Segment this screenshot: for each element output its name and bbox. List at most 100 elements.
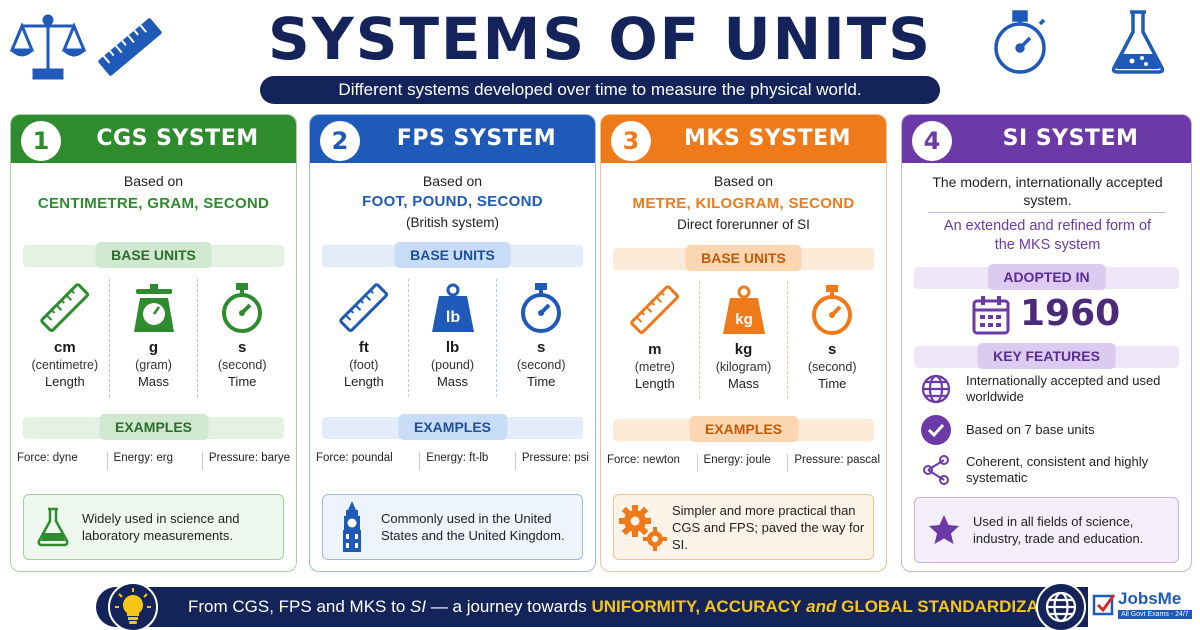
si-number-badge: 4 xyxy=(912,121,952,161)
globe-badge xyxy=(1036,582,1086,630)
example-energy: Energy: joule xyxy=(696,454,771,472)
big-ben-icon xyxy=(343,501,361,552)
cgs-unit-time: s (second) Time xyxy=(197,279,286,397)
cgs-base-units-label: BASE UNITS xyxy=(95,242,212,268)
cgs-card: 1 CGS SYSTEM Based on CENTIMETRE, GRAM, … xyxy=(10,114,297,572)
mks-examples-label: EXAMPLES xyxy=(688,416,799,442)
cgs-based-on: Based on xyxy=(123,173,184,189)
flask-icon xyxy=(1111,10,1165,74)
cgs-examples-band: EXAMPLES xyxy=(23,414,284,440)
si-feature-1: Internationally accepted and used worldw… xyxy=(916,373,1181,405)
unit-quantity: Time xyxy=(817,376,847,391)
si-card: 4 SI SYSTEM The modern, internationally … xyxy=(901,114,1192,572)
kilogram-weight-icon: kg xyxy=(722,285,765,334)
page-title: SYSTEMS OF UNITS xyxy=(267,5,933,73)
mks-card-header: 3 MKS SYSTEM xyxy=(601,115,886,163)
fps-base-units-band: BASE UNITS xyxy=(322,242,583,268)
bottom-banner: From CGS, FPS and MKS to SI — a journey … xyxy=(96,587,1088,627)
fps-card-header: 2 FPS SYSTEM xyxy=(310,115,595,163)
logo-name: JobsMe xyxy=(1118,589,1182,608)
banner-highlight-2: GLOBAL STANDARDIZATION. xyxy=(841,597,1083,616)
si-divider xyxy=(928,212,1165,213)
unit-quantity: Time xyxy=(526,374,556,389)
fps-number-badge: 2 xyxy=(320,121,360,161)
si-intro: The modern, internationally accepted sys… xyxy=(932,174,1163,208)
example-force: Force: dyne xyxy=(17,452,78,464)
banner-text-1: From CGS, FPS and MKS to xyxy=(188,597,411,616)
ruler-icon xyxy=(339,283,388,333)
mks-base-units-band: BASE UNITS xyxy=(613,245,874,271)
stopwatch-icon xyxy=(521,283,562,333)
si-features-band: KEY FEATURES xyxy=(914,343,1179,369)
cgs-units-row: cm (centimetre) Length g (gram) Mass s (… xyxy=(21,279,286,397)
banner-and: and xyxy=(801,597,842,616)
banner-highlight-1: UNIFORMITY, ACCURACY xyxy=(591,597,802,616)
unit-name: (kilogram) xyxy=(715,360,772,374)
unit-name: (pound) xyxy=(430,358,475,372)
jobsme-logo: JobsMe All Govt Exams - 24/7 xyxy=(1090,587,1198,627)
unit-symbol: s xyxy=(537,339,546,356)
cgs-footer-text: Widely used in science and laboratory me… xyxy=(82,511,240,543)
fps-units-line: FOOT, POUND, SECOND xyxy=(362,193,543,210)
cgs-unit-length: cm (centimetre) Length xyxy=(21,279,109,397)
cgs-unit-mass: g (gram) Mass xyxy=(108,279,198,397)
unit-name: (centimetre) xyxy=(31,358,99,372)
example-energy: Energy: erg xyxy=(106,452,173,470)
unit-name: (metre) xyxy=(634,360,675,374)
logo-tagline: All Govt Exams - 24/7 xyxy=(1118,610,1192,619)
lightbulb-icon xyxy=(115,588,151,624)
cgs-card-header: 1 CGS SYSTEM xyxy=(11,115,296,163)
si-extended: An extended and refined form of the MKS … xyxy=(943,218,1152,253)
fps-base-units-label: BASE UNITS xyxy=(394,242,511,268)
si-card-header: 4 SI SYSTEM xyxy=(902,115,1191,163)
globe-icon xyxy=(921,374,951,404)
star-icon xyxy=(929,515,959,544)
example-energy: Energy: ft-lb xyxy=(419,452,488,470)
cgs-title: CGS SYSTEM xyxy=(96,126,259,151)
fps-examples-label: EXAMPLES xyxy=(397,414,508,440)
mks-base-units-label: BASE UNITS xyxy=(685,245,802,271)
cgs-number-badge: 1 xyxy=(21,121,61,161)
unit-quantity: Mass xyxy=(137,374,170,389)
banner-si: SI xyxy=(410,597,427,616)
svg-text:lb: lb xyxy=(445,309,459,326)
mks-unit-length: m (metre) Length xyxy=(611,281,699,399)
fps-note: (British system) xyxy=(405,215,499,230)
checkbox-logo-icon xyxy=(1092,594,1116,616)
mks-examples-row: Force: newton Energy: joule Pressure: pa… xyxy=(607,454,880,472)
mks-unit-mass: kg kg (kilogram) Mass xyxy=(698,281,788,399)
si-footer-text: Used in all fields of science, industry,… xyxy=(973,514,1144,546)
stopwatch-icon xyxy=(222,283,263,333)
mks-footer-box: Simpler and more practical than CGS and … xyxy=(613,494,874,560)
mks-title: MKS SYSTEM xyxy=(684,126,851,151)
unit-name: (second) xyxy=(217,358,267,372)
example-force: Force: poundal xyxy=(316,452,393,464)
unit-quantity: Mass xyxy=(436,374,469,389)
fps-units-row: ft (foot) Length lb lb (pound) Mass s (s… xyxy=(320,279,585,397)
si-feature-3: Coherent, consistent and highly systemat… xyxy=(916,453,1181,487)
checkmark-icon xyxy=(921,415,951,445)
si-features-label: KEY FEATURES xyxy=(977,343,1116,369)
fps-unit-mass: lb lb (pound) Mass xyxy=(407,279,497,397)
cgs-units-line: CENTIMETRE, GRAM, SECOND xyxy=(37,195,270,212)
fps-unit-length: ft (foot) Length xyxy=(320,279,408,397)
svg-text:kg: kg xyxy=(735,311,753,328)
fps-examples-band: EXAMPLES xyxy=(322,414,583,440)
unit-quantity: Mass xyxy=(727,376,760,391)
mks-card: 3 MKS SYSTEM Based on METRE, KILOGRAM, S… xyxy=(600,114,887,572)
fps-unit-time: s (second) Time xyxy=(496,279,585,397)
unit-symbol: g xyxy=(148,339,159,356)
stopwatch-icon xyxy=(812,285,853,335)
network-nodes-icon xyxy=(923,455,949,485)
si-footer-box: Used in all fields of science, industry,… xyxy=(914,497,1179,563)
example-force: Force: newton xyxy=(607,454,680,466)
unit-quantity: Length xyxy=(634,376,675,391)
fps-footer-box: Commonly used in the United States and t… xyxy=(322,494,583,560)
mks-units-row: m (metre) Length kg kg (kilogram) Mass s… xyxy=(611,281,876,399)
si-adopted-band: ADOPTED IN xyxy=(914,264,1179,290)
unit-quantity: Length xyxy=(343,374,384,389)
bulb-badge xyxy=(108,582,158,630)
fps-title: FPS SYSTEM xyxy=(396,126,557,151)
unit-symbol: s xyxy=(238,339,247,356)
example-pressure: Pressure: barye xyxy=(201,452,290,470)
